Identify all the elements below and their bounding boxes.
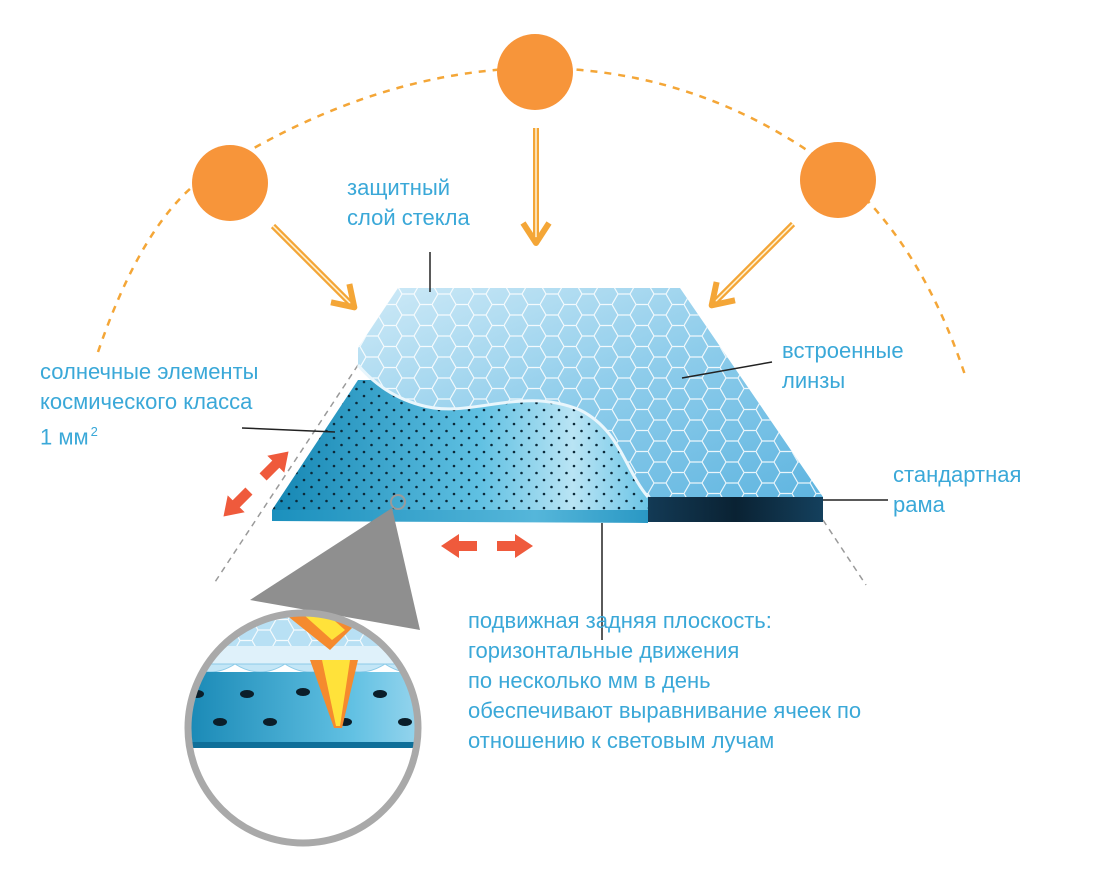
magnifier-ring [184,609,422,847]
label-backplane-line: обеспечивают выравнивание ячеек по [468,698,862,723]
label-lenses: встроенные линзы [782,336,904,396]
ray-arrow-icon [702,215,802,315]
frame [648,497,823,522]
magnifier-focus [390,494,406,510]
guide-line-right [822,519,867,586]
label-backplane-line: по несколько мм в день [468,668,711,693]
label-cells-area: 1 мм [40,424,89,450]
solar-panel [272,288,823,523]
leader-cells [241,427,336,433]
label-glass-line: защитный [347,175,451,200]
label-cells-line: космического класса [40,389,253,414]
label-backplane-line: отношению к световым лучам [468,728,775,753]
label-cells-superscript: 2 [90,424,98,439]
label-lenses-line: встроенные [782,338,904,363]
label-glass: защитный слой стекла [347,173,470,233]
inset-cell-layer [188,672,418,742]
lens-cut-edge [356,364,650,498]
label-lenses-line: линзы [782,368,846,393]
sun-icon [497,34,573,110]
label-backplane-line: подвижная задняя плоскость: [468,608,772,633]
leader-lenses [681,361,773,379]
label-glass-line: слой стекла [347,205,470,230]
label-frame-line: стандартная [893,462,1022,487]
label-cells-line: солнечные элементы [40,359,259,384]
sun-icon [192,145,268,221]
lens-hex-pattern [358,288,823,497]
label-frame: стандартная рама [893,460,1021,520]
label-cells: солнечные элементы космического класса 1… [40,357,258,452]
sun-icon [800,142,876,218]
label-frame-line: рама [893,492,945,517]
label-backplane-line: горизонтальные движения [468,638,740,663]
cell-dots [272,380,648,510]
magnifier-cone [250,508,420,630]
ray-arrow-icon [523,128,549,243]
label-backplane: подвижная задняя плоскость: горизонтальн… [468,606,861,756]
double-arrow-icon [441,534,533,558]
cell-layer-edge [272,510,648,523]
inset-lens-row [188,646,418,664]
